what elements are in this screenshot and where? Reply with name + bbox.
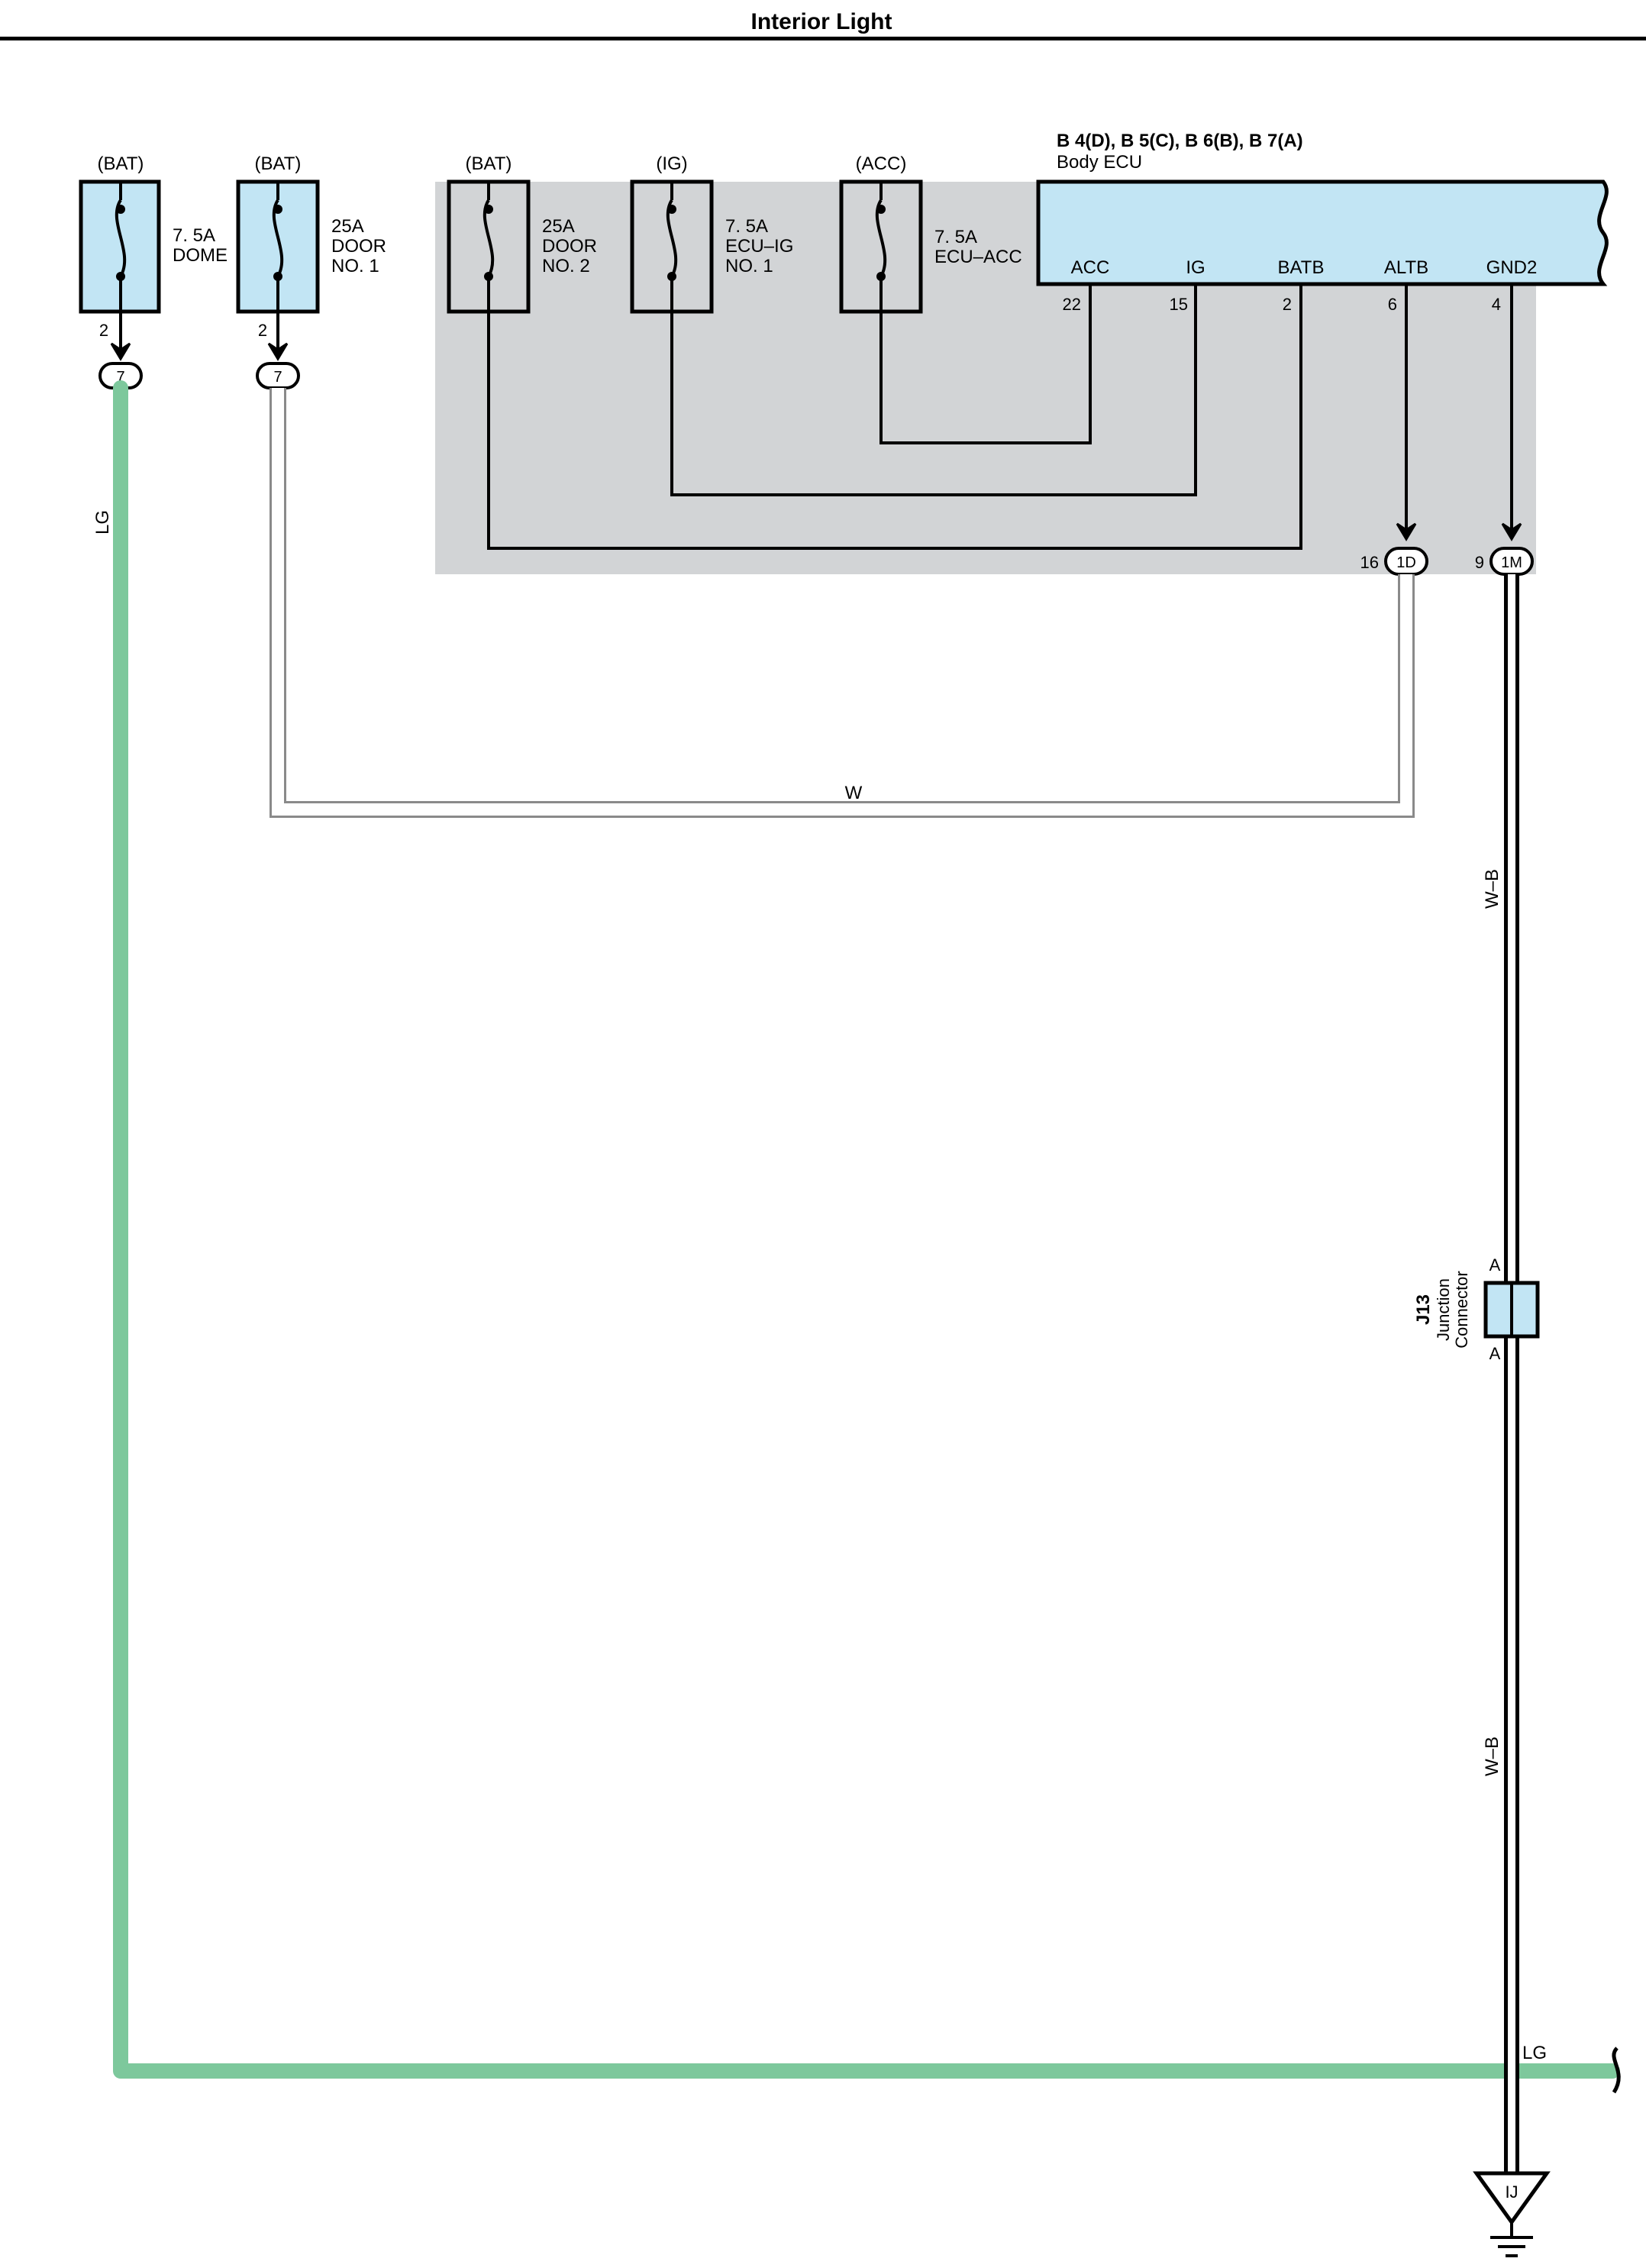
ecu-internal-wires	[487, 284, 1513, 550]
fuse-dome-connector-code: 7	[116, 369, 124, 386]
j13-id: J13	[1413, 1294, 1434, 1325]
title-rule	[0, 37, 1646, 40]
connector-1m-arrow	[1501, 522, 1522, 541]
fuse-ecu-ig-name: ECU–IG	[725, 236, 793, 257]
fuse-door2-name: DOOR	[542, 236, 597, 257]
fuse-door1-symbol	[272, 182, 284, 312]
ground-triangle[interactable]	[1473, 2171, 1551, 2226]
j13-line2: Connector	[1452, 1271, 1471, 1349]
wire-wb-lower-label: W–B	[1482, 1737, 1502, 1776]
ecu-pin-ig: 15	[1170, 295, 1188, 314]
connector-1d-pin: 16	[1360, 553, 1379, 572]
fuse-door1-name2: NO. 1	[331, 256, 379, 276]
ecu-terminal-gnd2: GND2	[1486, 257, 1538, 278]
j13-pin-top: A	[1489, 1255, 1501, 1275]
wire-w-core	[272, 388, 1412, 816]
connector-1m-code: 1M	[1501, 554, 1522, 571]
connector-1d-code: 1D	[1396, 554, 1416, 571]
body-ecu-name: Body ECU	[1057, 152, 1142, 173]
fuse-ecu-ig-source: (IG)	[656, 153, 687, 174]
fuse-ecu-ig-symbol	[666, 182, 678, 312]
ecu-pin-gnd2: 4	[1492, 295, 1501, 314]
ecu-terminal-altb: ALTB	[1384, 257, 1428, 278]
fuse-dome-pin: 2	[99, 321, 108, 340]
wire-lg	[113, 380, 1620, 2079]
connector-1d-arrow	[1396, 522, 1417, 541]
fuse-dome-name: DOME	[173, 245, 228, 266]
ground-label: IJ	[1505, 2182, 1518, 2202]
body-ecu-codes: B 4(D), B 5(C), B 6(B), B 7(A)	[1057, 131, 1303, 151]
fuse-door1-source: (BAT)	[255, 153, 302, 174]
fuse-door1-pin: 2	[258, 321, 267, 340]
fuse-door2-source: (BAT)	[466, 153, 512, 174]
fuse-dome-pin-arrow	[110, 342, 131, 361]
fuse-door1-name: DOOR	[331, 236, 386, 257]
j13-pin-bottom: A	[1489, 1344, 1501, 1363]
ecu-pin-batb: 2	[1283, 295, 1292, 314]
fuse-ecu-acc-symbol	[875, 182, 887, 312]
fuse-dome-symbol	[115, 182, 127, 312]
page-title: Interior Light	[751, 9, 892, 34]
wire-w-label: W	[845, 783, 863, 803]
fuse-door2-name2: NO. 2	[542, 256, 590, 276]
fuse-door2-symbol	[483, 182, 495, 312]
ecu-terminal-batb: BATB	[1278, 257, 1325, 278]
fuse-door1-pin-arrow	[267, 342, 289, 361]
body-ecu-box[interactable]	[1036, 179, 1609, 286]
fuse-ecu-ig-name2: NO. 1	[725, 256, 773, 276]
wire-lg-bottom-label: LG	[1522, 2043, 1547, 2063]
ground-symbol	[1490, 2222, 1533, 2257]
fuse-door2-rating: 25A	[542, 216, 575, 237]
j13-line1: Junction	[1434, 1278, 1453, 1341]
fuse-dome-source: (BAT)	[98, 153, 144, 174]
ecu-pin-altb: 6	[1388, 295, 1397, 314]
fuse-dome-rating: 7. 5A	[173, 225, 215, 246]
connector-1m-pin: 9	[1475, 553, 1484, 572]
ecu-terminal-acc: ACC	[1071, 257, 1110, 278]
fuse-ecu-acc-name: ECU–ACC	[934, 247, 1022, 267]
wire-lg-break	[1612, 2047, 1621, 2094]
wire-wb-upper-label: W–B	[1482, 869, 1502, 909]
fuse-ecu-acc-rating: 7. 5A	[934, 227, 977, 247]
fuse-ecu-ig-rating: 7. 5A	[725, 216, 768, 237]
ecu-pin-acc: 22	[1063, 295, 1081, 314]
fuse-door1-connector-code: 7	[273, 369, 282, 386]
fuse-door1-rating: 25A	[331, 216, 364, 237]
wire-lg-left-label: LG	[92, 510, 113, 535]
fuse-ecu-acc-source: (ACC)	[856, 153, 907, 174]
ecu-terminal-ig: IG	[1186, 257, 1205, 278]
